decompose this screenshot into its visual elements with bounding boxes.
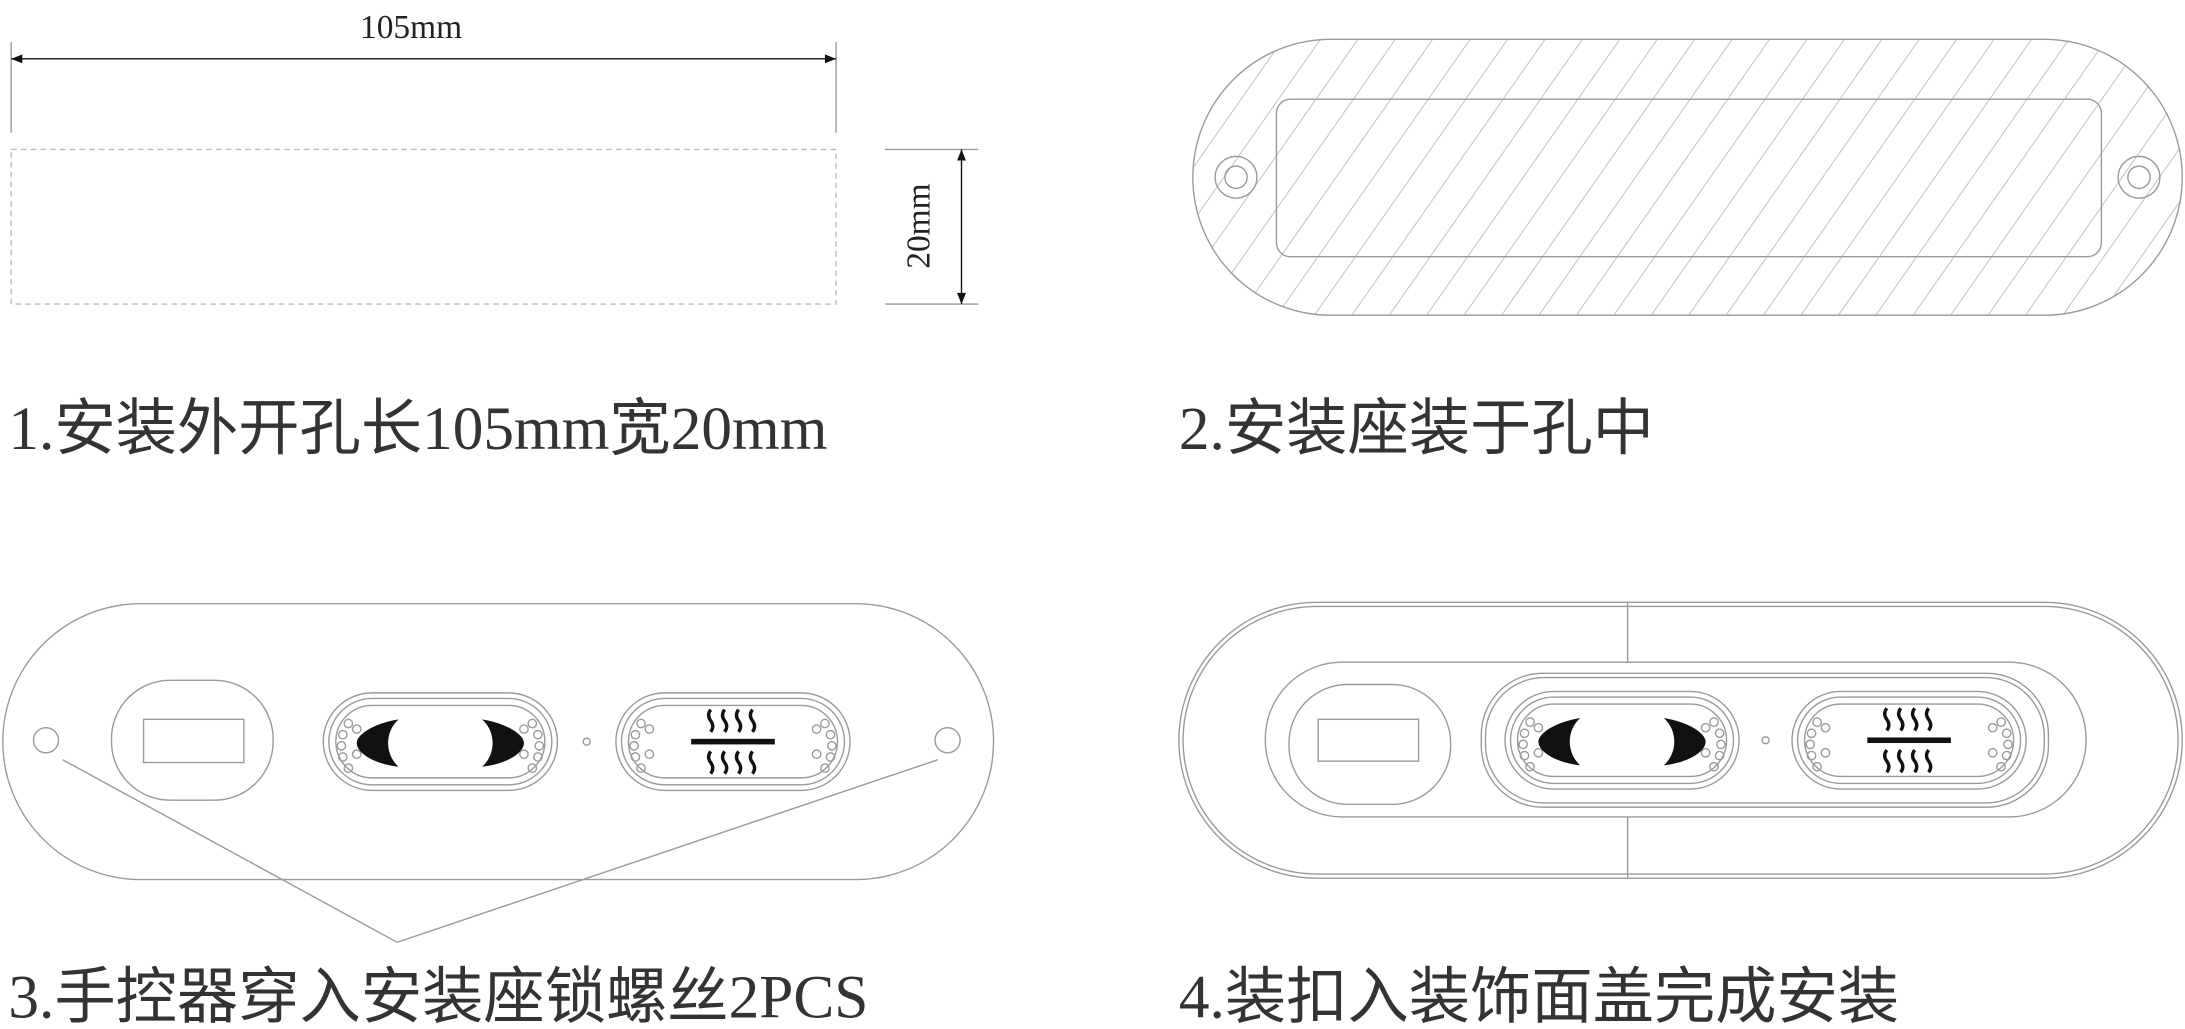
indicator-led-icon (1761, 736, 1770, 745)
display-screen (142, 718, 245, 764)
step2-caption: 2.安装座装于孔中 (1179, 395, 1654, 463)
indicator-led-icon (582, 737, 591, 746)
step3-caption: 3.手控器穿入安装座锁螺丝2PCS (8, 964, 868, 1029)
step4-caption: 4.装扣入装饰面盖完成安装 (1179, 964, 1899, 1029)
heat-button-icon (1790, 689, 2028, 791)
screw-hole-icon (32, 727, 60, 754)
screw-hole-icon (2117, 155, 2161, 199)
screw-hole-icon (934, 727, 961, 754)
screw-callout-lines (62, 759, 939, 944)
step4-finished-cover (1178, 601, 2183, 879)
display-window (1288, 683, 1452, 806)
arrow-left-right-button-icon (1504, 690, 1740, 790)
screw-hole-icon (1214, 155, 1258, 199)
step3-controller-on-seat (2, 602, 995, 944)
cutout-outline (10, 148, 837, 305)
display-window (110, 679, 274, 801)
step1-caption: 1.安装外开孔长105mm宽20mm (8, 395, 827, 463)
width-dimension-label: 105mm (360, 9, 462, 46)
step2-mounting-seat (1192, 38, 2183, 316)
heat-button-icon (614, 691, 852, 793)
arrow-left-right-button-icon (322, 692, 559, 792)
display-screen (1317, 718, 1420, 762)
step1-cutout-dimension: 105mm 20mm (10, 9, 979, 305)
height-dimension-label: 20mm (900, 183, 937, 268)
